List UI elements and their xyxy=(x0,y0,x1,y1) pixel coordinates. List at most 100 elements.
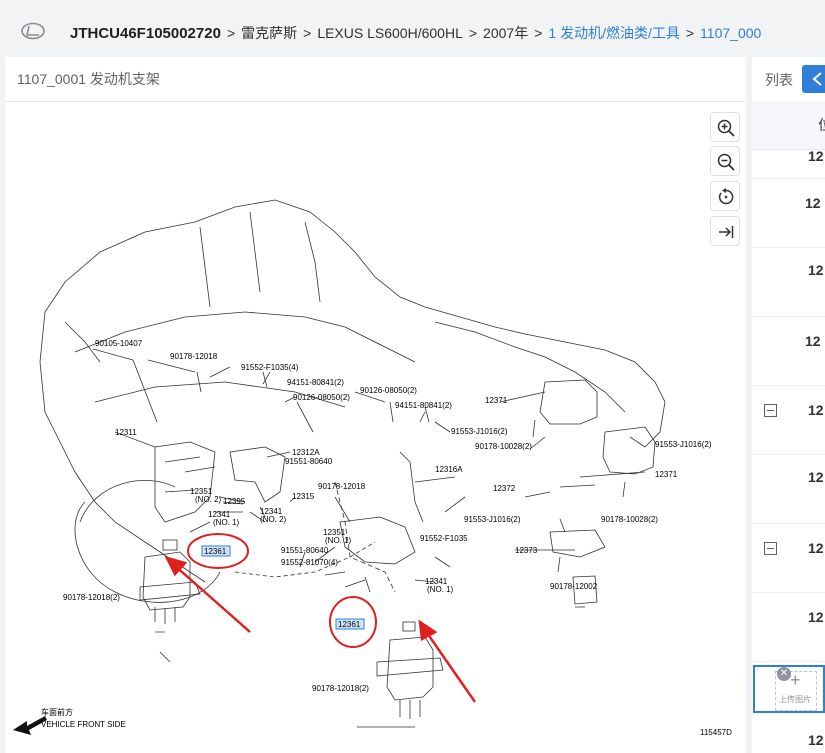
part-number-cell: 12 xyxy=(808,402,824,418)
part-label[interactable]: 12372 xyxy=(493,484,516,493)
fit-to-width-button[interactable] xyxy=(710,216,740,246)
table-row[interactable]: 12 xyxy=(752,524,825,593)
highlight-circle xyxy=(187,533,249,569)
part-label[interactable]: 90126-08050(2) xyxy=(293,393,350,402)
breadcrumb-separator: > xyxy=(226,25,236,41)
part-label[interactable]: 90126-08050(2) xyxy=(360,386,417,395)
diagram-id-label: 115457D xyxy=(700,728,732,737)
part-label[interactable]: 91552-81070(4) xyxy=(281,558,338,567)
column-header: 位 xyxy=(818,115,825,135)
upload-image-button[interactable]: + 上传图片 ✕ xyxy=(753,665,825,713)
part-label[interactable]: (NO. 2) xyxy=(260,515,287,524)
upload-label: 上传图片 xyxy=(779,695,811,704)
breadcrumb-year[interactable]: 2007年 xyxy=(483,25,529,41)
back-button[interactable] xyxy=(802,65,825,93)
breadcrumb-category[interactable]: 1 发动机/燃油类/工具 xyxy=(548,25,680,41)
part-label[interactable]: 12316A xyxy=(435,465,463,474)
part-number-cell: 12 xyxy=(808,262,824,278)
part-label[interactable]: 90178-10028(2) xyxy=(475,442,532,451)
table-row[interactable]: 12 xyxy=(752,455,825,524)
part-number-cell: 12 xyxy=(805,333,821,349)
close-icon[interactable]: ✕ xyxy=(777,667,791,681)
collapse-icon[interactable] xyxy=(764,542,777,555)
fit-icon xyxy=(719,226,734,238)
table-row[interactable]: 12 xyxy=(752,317,825,386)
part-label[interactable]: 12371 xyxy=(485,396,508,405)
front-side-label: VEHICLE FRONT SIDE xyxy=(41,720,126,729)
part-label[interactable]: 91553-J1016(2) xyxy=(464,515,521,524)
part-label[interactable]: 90178-12018 xyxy=(318,482,366,491)
breadcrumb-separator: > xyxy=(468,25,478,41)
zoom-in-button[interactable] xyxy=(710,112,740,142)
part-label[interactable]: 12315 xyxy=(292,492,315,501)
part-label[interactable]: 90178-12018 xyxy=(170,352,218,361)
breadcrumb-separator: > xyxy=(534,25,543,41)
part-label[interactable]: (NO. 1) xyxy=(325,536,352,545)
part-label[interactable]: 90178-10028(2) xyxy=(601,515,658,524)
table-row[interactable]: 12 xyxy=(752,248,825,317)
part-label[interactable]: 90178-12018(2) xyxy=(312,684,369,693)
part-label[interactable]: 12341 xyxy=(260,507,283,516)
breadcrumb-vin[interactable]: JTHCU46F105002720 xyxy=(70,25,221,42)
front-direction-arrow-icon xyxy=(13,716,47,735)
collapse-icon[interactable] xyxy=(764,404,777,417)
lexus-logo-icon xyxy=(21,22,45,40)
table-header: 位 xyxy=(752,101,825,150)
rotate-icon xyxy=(718,188,734,205)
part-label[interactable]: 12371 xyxy=(655,470,678,479)
part-label[interactable]: 12351 xyxy=(323,528,346,537)
breadcrumb-separator: > xyxy=(303,25,312,41)
zoom-out-button[interactable] xyxy=(710,146,740,176)
part-label[interactable]: 90178-12018(2) xyxy=(63,593,120,602)
rotate-button[interactable] xyxy=(710,181,740,211)
divider xyxy=(5,101,746,102)
parts-diagram[interactable]: 90105-10407 90178-12018 91552-F1035(4) 9… xyxy=(5,102,746,753)
table-row[interactable]: 12 xyxy=(752,593,825,662)
table-row[interactable]: 12 xyxy=(752,386,825,455)
zoom-in-icon xyxy=(717,119,735,137)
part-number-cell: 12 xyxy=(808,609,824,625)
part-number-cell: 12 xyxy=(805,195,821,211)
part-label[interactable]: (NO. 2) xyxy=(195,495,222,504)
red-arrow-icon xyxy=(418,619,477,703)
part-label[interactable]: 90178-12002 xyxy=(550,582,598,591)
plus-icon: + xyxy=(790,670,801,690)
hotspot-12361[interactable]: 12361 xyxy=(338,620,361,629)
breadcrumb-diagram[interactable]: 1107_000 xyxy=(700,25,762,41)
upload-dropzone[interactable] xyxy=(775,671,817,711)
part-label[interactable]: 94151-80841(2) xyxy=(287,378,344,387)
highlight-circle xyxy=(329,596,377,648)
part-label[interactable]: 12395 xyxy=(223,497,246,506)
part-label[interactable]: 12341 xyxy=(208,510,231,519)
parts-list-panel: 列表 位 12 12 12 12 12 12 12 12 12 xyxy=(752,57,825,753)
table-row[interactable]: 12 xyxy=(752,179,825,248)
breadcrumb-separator: > xyxy=(685,25,695,41)
top-bar: JTHCU46F105002720 > 雷克萨斯 > LEXUS LS600H/600H… xyxy=(0,0,825,56)
part-number-cell: 12 xyxy=(808,732,824,748)
part-label[interactable]: 12311 xyxy=(115,428,137,437)
part-label[interactable]: 91552-F1035(4) xyxy=(241,363,299,372)
table-row[interactable]: 12 xyxy=(752,148,825,179)
hotspot-12361[interactable]: 12361 xyxy=(204,547,227,556)
panel-title: 1107_0001 发动机支架 xyxy=(17,71,160,87)
table-row[interactable]: 12 xyxy=(752,662,825,752)
part-label[interactable]: (NO. 1) xyxy=(427,585,454,594)
zoom-out-icon xyxy=(717,153,735,171)
part-number-cell: 12 xyxy=(808,148,824,164)
part-label[interactable]: 12351 xyxy=(190,487,213,496)
part-label[interactable]: 94151-80841(2) xyxy=(395,401,452,410)
part-label[interactable]: 91551-80640 xyxy=(281,546,329,555)
part-number-cell: 12 xyxy=(808,540,824,556)
breadcrumb-brand[interactable]: 雷克萨斯 xyxy=(241,25,298,41)
part-label[interactable]: 12341 xyxy=(425,577,448,586)
part-label[interactable]: 91553-J1016(2) xyxy=(655,440,712,449)
part-label[interactable]: (NO. 1) xyxy=(213,518,240,527)
part-label[interactable]: 90105-10407 xyxy=(95,339,143,348)
part-label[interactable]: 12373 xyxy=(515,546,538,555)
part-label[interactable]: 91552-F1035 xyxy=(420,534,468,543)
part-label[interactable]: 12312A xyxy=(292,448,320,457)
breadcrumb-model[interactable]: LEXUS LS600H/600HL xyxy=(317,25,463,41)
part-number-cell: 12 xyxy=(808,469,824,485)
part-label[interactable]: 91551-80640 xyxy=(285,457,333,466)
part-label[interactable]: 91553-J1016(2) xyxy=(451,427,508,436)
